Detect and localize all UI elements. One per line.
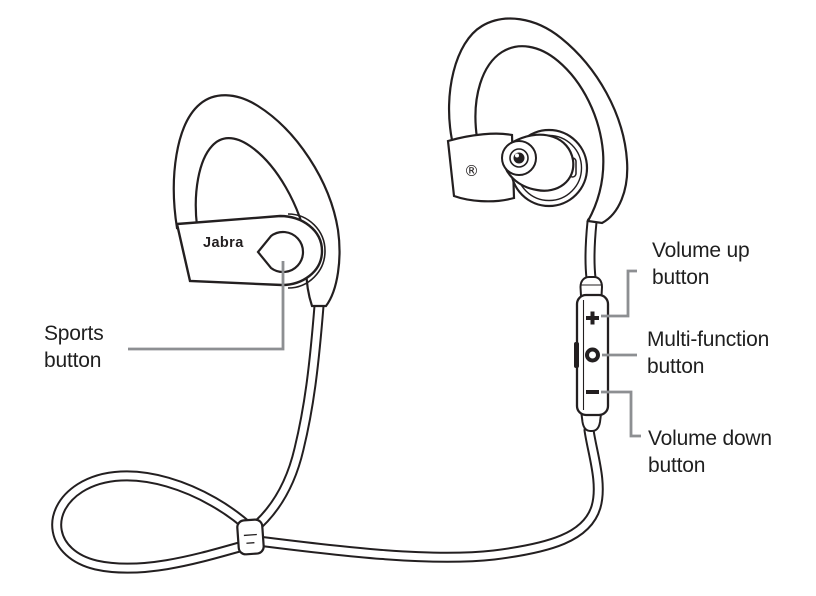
sports-button-label: Sports button xyxy=(44,320,104,374)
right-ear-hook xyxy=(447,17,629,225)
leader-lines xyxy=(128,261,641,438)
inline-remote xyxy=(574,276,610,432)
volume-down-label: Volume down button xyxy=(648,425,772,479)
sports-button-icon xyxy=(256,230,305,274)
volume-up-label-line1: Volume up xyxy=(652,239,750,262)
brand-logo: Jabra xyxy=(203,235,244,251)
multi-function-label: Multi-function button xyxy=(647,326,769,380)
volume-up-label-line2: button xyxy=(652,266,710,289)
multi-function-label-line2: button xyxy=(647,355,705,378)
sports-leader-line xyxy=(128,261,285,351)
registered-mark: ® xyxy=(464,162,479,180)
side-bar xyxy=(574,342,579,368)
volume-down-leader-line xyxy=(601,390,641,438)
sports-button-label-line1: Sports xyxy=(44,322,104,345)
volume-up-leader-line xyxy=(601,269,637,318)
cable-fit-clip xyxy=(236,518,265,556)
volume-down-label-line2: button xyxy=(648,454,706,477)
cables xyxy=(51,216,604,574)
multi-function-button-icon xyxy=(585,347,600,363)
left-ear-hook xyxy=(172,94,341,308)
left-earbud: Jabra xyxy=(172,94,341,308)
sports-button-label-line2: button xyxy=(44,349,102,372)
volume-up-label: Volume up button xyxy=(652,237,750,291)
volume-down-label-line1: Volume down xyxy=(648,427,772,450)
volume-up-button-icon xyxy=(586,311,599,325)
right-earbud: ® xyxy=(446,17,629,225)
multi-function-label-line1: Multi-function xyxy=(647,328,770,351)
